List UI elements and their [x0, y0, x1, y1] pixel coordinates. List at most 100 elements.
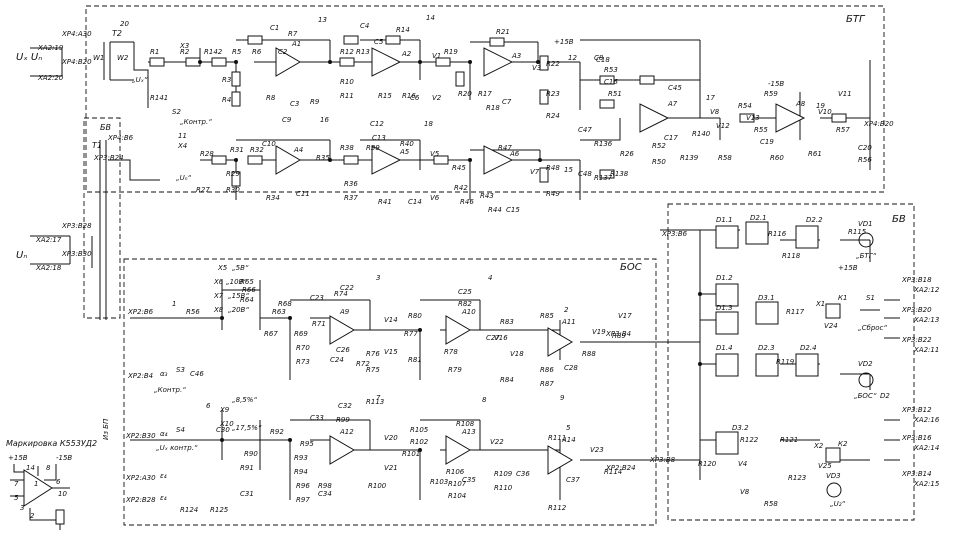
svg-text:R69: R69	[294, 330, 308, 338]
pin-xa2-17: ХА2:17	[35, 236, 62, 244]
svg-text:R141: R141	[150, 94, 168, 102]
svg-text:V5: V5	[430, 150, 440, 158]
svg-text:R55: R55	[754, 126, 768, 134]
svg-text:R106: R106	[446, 468, 465, 476]
svg-text:R49: R49	[546, 190, 560, 198]
bv-gates	[715, 221, 819, 455]
svg-text:R116: R116	[768, 230, 787, 238]
svg-text:D1.2: D1.2	[716, 274, 733, 282]
opamp-a14: А14	[547, 436, 576, 475]
svg-text:R26: R26	[620, 150, 634, 158]
svg-text:R118: R118	[782, 252, 801, 260]
svg-text:1: 1	[34, 480, 38, 488]
svg-text:R52: R52	[652, 142, 666, 150]
svg-text:α₃: α₃	[160, 370, 168, 378]
label-bos: БОС	[620, 262, 642, 273]
svg-text:C1: C1	[270, 24, 279, 32]
svg-text:R82: R82	[458, 300, 472, 308]
svg-text:К1: К1	[838, 294, 847, 302]
svg-text:R13: R13	[356, 48, 370, 56]
block-bos-frame	[123, 258, 657, 526]
svg-text:C15: C15	[506, 206, 520, 214]
svg-text:ХР2:В4: ХР2:В4	[127, 372, 153, 380]
opamp-a13: А13	[445, 428, 476, 465]
svg-text:R103: R103	[430, 478, 448, 486]
svg-text:R43: R43	[480, 192, 494, 200]
svg-text:ХА2:12: ХА2:12	[913, 286, 940, 294]
svg-text:R79: R79	[448, 366, 462, 374]
svg-text:R12: R12	[340, 48, 354, 56]
svg-text:V7: V7	[530, 168, 540, 176]
svg-text:R31: R31	[230, 146, 244, 154]
svg-text:R6: R6	[252, 48, 262, 56]
svg-text:R113: R113	[366, 398, 384, 406]
svg-text:R95: R95	[300, 440, 314, 448]
svg-text:R46: R46	[460, 198, 474, 206]
label-bv-right: БВ	[892, 214, 906, 225]
svg-text:R122: R122	[740, 436, 759, 444]
svg-text:C3: C3	[290, 100, 299, 108]
svg-text:ε₄: ε₄	[160, 494, 167, 502]
svg-text:R4: R4	[222, 96, 231, 104]
svg-text:R67: R67	[264, 330, 278, 338]
svg-text:R110: R110	[494, 484, 513, 492]
svg-text:R41: R41	[378, 198, 392, 206]
svg-text:R3: R3	[222, 76, 231, 84]
svg-text:D2.1: D2.1	[750, 214, 767, 222]
svg-text:19: 19	[816, 102, 825, 110]
svg-text:13: 13	[318, 16, 327, 24]
svg-text:Х2: Х2	[813, 442, 824, 450]
svg-text:V14: V14	[384, 316, 398, 324]
svg-text:R19: R19	[444, 48, 458, 56]
svg-text:R87: R87	[540, 380, 554, 388]
svg-text:„Uₓ контр.“: „Uₓ контр.“	[156, 444, 198, 452]
svg-text:R140: R140	[692, 130, 711, 138]
svg-text:ХА2:15: ХА2:15	[913, 480, 940, 488]
pin-xp4-a30: ХР4:А30	[61, 30, 92, 38]
svg-text:C32: C32	[338, 402, 352, 410]
svg-text:R29: R29	[226, 170, 240, 178]
svg-text:S4: S4	[176, 426, 185, 434]
winding-w1: W1	[93, 54, 104, 62]
svg-text:„Сброс“: „Сброс“	[858, 324, 887, 332]
pin-xa2-18: ХА2:18	[35, 264, 62, 272]
marking-inset: Маркировка К553УД2 +15В -15В 14 8 7 6 5 …	[6, 439, 97, 530]
svg-text:6: 6	[206, 402, 211, 410]
svg-text:R35: R35	[316, 154, 330, 162]
svg-text:C27: C27	[486, 334, 500, 342]
svg-text:А6: А6	[509, 150, 520, 158]
svg-text:ε₄: ε₄	[160, 472, 167, 480]
btg-resistors	[149, 35, 847, 187]
svg-text:-15В: -15В	[768, 80, 784, 88]
svg-text:Х10: Х10	[219, 420, 234, 428]
block-bv-frame	[667, 203, 915, 521]
svg-text:R16: R16	[402, 92, 416, 100]
svg-text:„Контр.“: „Контр.“	[154, 386, 186, 394]
svg-text:R1: R1	[150, 48, 159, 56]
svg-text:R57: R57	[836, 126, 850, 134]
svg-text:R47: R47	[498, 144, 512, 152]
svg-text:V16: V16	[494, 334, 508, 342]
svg-text:R9: R9	[310, 98, 320, 106]
svg-text:ХР3:В22: ХР3:В22	[901, 336, 932, 344]
svg-text:Х8: Х8	[213, 306, 224, 314]
svg-text:R50: R50	[652, 158, 666, 166]
opamp-a2: А2	[371, 47, 412, 77]
svg-text:D1.3: D1.3	[716, 304, 733, 312]
svg-text:R61: R61	[808, 150, 822, 158]
svg-text:R98: R98	[318, 482, 332, 490]
svg-text:5: 5	[14, 494, 19, 502]
svg-text:9: 9	[560, 394, 565, 402]
svg-text:Маркировка К553УД2: Маркировка К553УД2	[6, 439, 97, 448]
svg-text:11: 11	[178, 132, 187, 140]
opamp-a4: А4	[275, 145, 303, 175]
svg-text:R53: R53	[604, 66, 618, 74]
svg-text:А14: А14	[561, 436, 576, 444]
svg-text:R56: R56	[858, 156, 872, 164]
svg-text:C14: C14	[408, 198, 422, 206]
svg-text:C47: C47	[578, 126, 592, 134]
svg-text:„U₂“: „U₂“	[830, 500, 846, 508]
svg-text:C24: C24	[330, 356, 344, 364]
svg-text:„БТГ“: „БТГ“	[856, 252, 877, 260]
svg-text:C33: C33	[310, 414, 324, 422]
